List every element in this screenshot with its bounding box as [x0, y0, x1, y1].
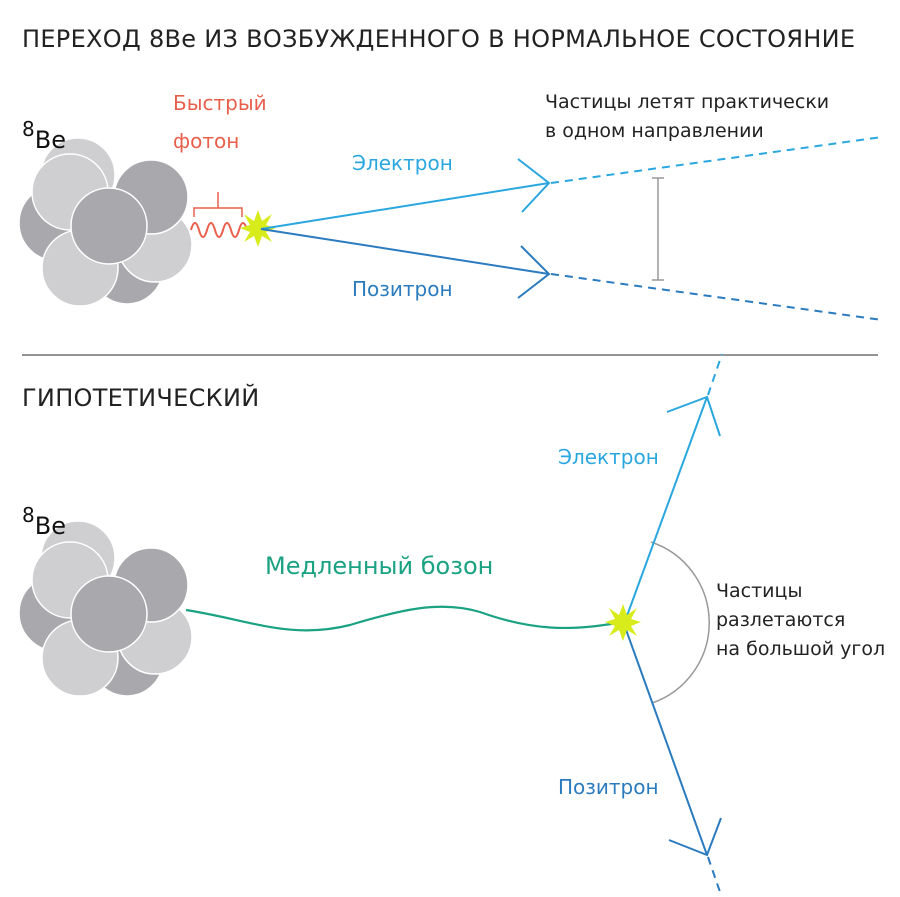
flash-icon: [240, 210, 276, 247]
arrowhead-icon: [517, 245, 551, 299]
positron-track-extension: [707, 856, 721, 893]
boson-label: Медленный бозон: [265, 552, 493, 580]
bottom-note-line2: разлетаются: [716, 609, 845, 631]
top-panel-title: ПЕРЕХОД 8Ве ИЗ ВОЗБУЖДЕННОГО В НОРМАЛЬНО…: [22, 25, 855, 53]
bottom-note-line1: Частицы: [716, 580, 802, 602]
top-note-line2: в одном направлении: [545, 120, 764, 142]
isotope-label: 8Be: [22, 503, 66, 540]
photon-bracket: [193, 192, 243, 217]
positron-track-extension: [550, 273, 883, 321]
photon-wave: [190, 222, 248, 238]
boson-wave: [185, 605, 623, 632]
electron-track-extension: [707, 353, 723, 396]
electron-label: Электрон: [558, 445, 659, 469]
nucleus-icon: [18, 520, 193, 697]
flash-icon: [605, 604, 641, 641]
positron-track: [623, 623, 708, 856]
positron-label: Позитрон: [352, 277, 453, 301]
bottom-panel-title: ГИПОТЕТИЧЕСКИЙ: [22, 383, 260, 412]
separation-indicator: [652, 177, 664, 281]
electron-label: Электрон: [352, 151, 453, 175]
arrowhead-icon: [517, 158, 551, 213]
arrowhead-icon: [668, 817, 722, 857]
electron-track: [260, 182, 550, 230]
photon-label-line1: Быстрый: [173, 91, 267, 115]
electron-track: [623, 396, 708, 625]
arrowhead-icon: [666, 395, 721, 437]
electron-track-extension: [550, 136, 883, 184]
bottom-note-line3: на большой угол: [716, 638, 885, 660]
top-note-line1: Частицы летят практически: [545, 91, 829, 113]
angle-arc: [650, 541, 710, 704]
photon-label-line2: фотон: [173, 129, 239, 153]
nucleus-icon: [18, 137, 193, 307]
isotope-label: 8Be: [22, 117, 66, 154]
positron-track: [260, 228, 550, 275]
positron-label: Позитрон: [558, 775, 659, 799]
